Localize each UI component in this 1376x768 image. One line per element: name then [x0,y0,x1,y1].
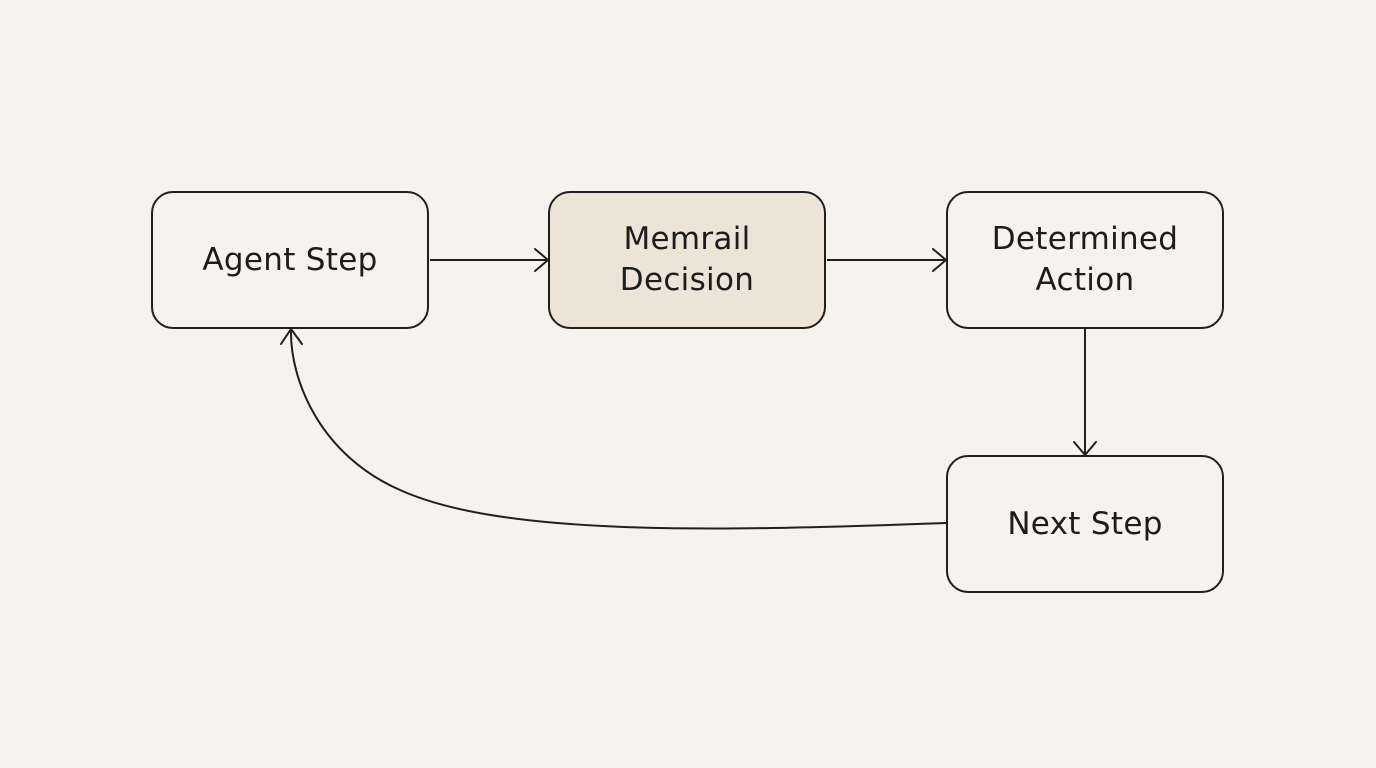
memrail-decision-label: Memrail Decision [619,221,755,298]
memrail-decision-node: Memrail Decision [548,191,826,329]
next-step-node: Next Step [946,455,1224,593]
arrowhead-agent [280,328,303,345]
edge-next-to-agent [289,329,947,530]
agent-step-node: Agent Step [151,191,429,329]
determined-action-label: Determined Action [991,221,1179,298]
determined-action-node: Determined Action [946,191,1224,329]
next-step-label: Next Step [1007,505,1163,542]
agent-step-label: Agent Step [202,241,378,278]
